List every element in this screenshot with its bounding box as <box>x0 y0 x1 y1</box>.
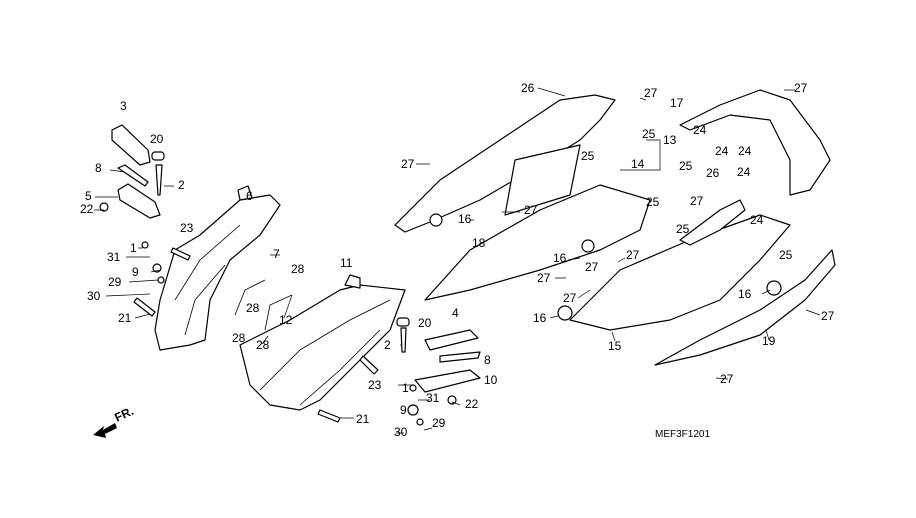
part-number-label: 27 <box>644 86 658 100</box>
part-number-label: 27 <box>524 203 538 217</box>
part-number-label: 4 <box>452 306 459 320</box>
part-number-label: 2 <box>178 178 185 192</box>
part-number-label: 27 <box>821 309 835 323</box>
part-number-label: 18 <box>472 236 486 250</box>
part-number-label: 28 <box>256 338 270 352</box>
part-number-label: 10 <box>484 373 498 387</box>
part-number-label: 27 <box>720 372 734 386</box>
part-17-rear-grab <box>679 89 831 196</box>
part-number-label: 27 <box>537 271 551 285</box>
part-number-label: 22 <box>465 397 479 411</box>
part-number-label: 31 <box>426 391 440 405</box>
part-number-label: 22 <box>80 202 94 216</box>
part-18-inner-cover <box>424 184 651 301</box>
part-number-label: 8 <box>95 161 102 175</box>
part-number-label: 1 <box>130 241 137 255</box>
part-number-label: 20 <box>150 132 164 146</box>
part-number-label: 26 <box>706 166 720 180</box>
part-number-label: 15 <box>608 339 622 353</box>
diagram-code: MEF3F1201 <box>655 429 710 440</box>
part-number-label: 27 <box>401 157 415 171</box>
part-number-label: 27 <box>563 291 577 305</box>
part-4-rubber <box>424 329 479 351</box>
part-number-label: 24 <box>737 165 751 179</box>
part-number-label: 6 <box>246 189 253 203</box>
part-19-under-cover <box>654 249 836 366</box>
part-number-label: 17 <box>670 96 684 110</box>
part-number-label: 13 <box>663 133 677 147</box>
part-number-label: 16 <box>553 251 567 265</box>
part-number-label: 25 <box>779 248 793 262</box>
part-10-step <box>414 369 481 393</box>
part-number-label: 3 <box>120 99 127 113</box>
part-15-side-cover <box>569 214 791 331</box>
part-number-label: 28 <box>232 331 246 345</box>
part-number-label: 27 <box>585 260 599 274</box>
part-6-bracket <box>154 194 281 351</box>
part-number-label: 16 <box>458 212 472 226</box>
part-number-label: 23 <box>180 221 194 235</box>
direction-label: FR. <box>112 404 135 425</box>
part-number-label: 27 <box>794 81 808 95</box>
part-number-label: 25 <box>581 149 595 163</box>
part-number-label: 30 <box>87 289 101 303</box>
part-number-label: 29 <box>432 416 446 430</box>
part-number-label: 9 <box>400 403 407 417</box>
part-number-label: 11 <box>340 256 353 270</box>
part-number-label: 25 <box>679 159 693 173</box>
part-number-label: 2 <box>384 338 391 352</box>
part-number-label: 21 <box>118 311 132 325</box>
part-number-label: 31 <box>107 250 121 264</box>
part-11-side-cover <box>239 284 406 411</box>
part-number-label: 27 <box>690 194 704 208</box>
front-direction-arrow-icon <box>93 423 117 438</box>
part-number-label: 14 <box>631 157 645 171</box>
part-number-label: 12 <box>279 313 293 327</box>
part-number-label: 24 <box>750 213 764 227</box>
part-number-label: 23 <box>368 378 382 392</box>
part-number-label: 16 <box>533 311 547 325</box>
part-number-label: 19 <box>762 334 776 348</box>
part-number-label: 25 <box>646 195 660 209</box>
part-number-label: 24 <box>715 144 729 158</box>
part-number-label: 24 <box>693 123 707 137</box>
part-number-label: 29 <box>108 275 122 289</box>
part-number-label: 26 <box>521 81 535 95</box>
part-number-label: 9 <box>132 265 139 279</box>
part-number-label: 28 <box>246 301 260 315</box>
part-5-step <box>117 183 161 219</box>
part-number-label: 7 <box>273 247 280 261</box>
part-number-label: 27 <box>626 248 640 262</box>
part-number-label: 5 <box>85 189 92 203</box>
part-number-label: 25 <box>676 222 690 236</box>
part-3-rubber <box>111 124 151 166</box>
part-number-label: 20 <box>418 316 432 330</box>
part-number-label: 24 <box>738 144 752 158</box>
part-number-label: 1 <box>402 381 409 395</box>
part-number-label: 8 <box>484 353 491 367</box>
part-number-label: 28 <box>291 262 305 276</box>
part-number-label: 25 <box>642 127 656 141</box>
part-number-label: 30 <box>394 425 408 439</box>
part-number-label: 21 <box>356 412 370 426</box>
part-number-label: 16 <box>738 287 752 301</box>
